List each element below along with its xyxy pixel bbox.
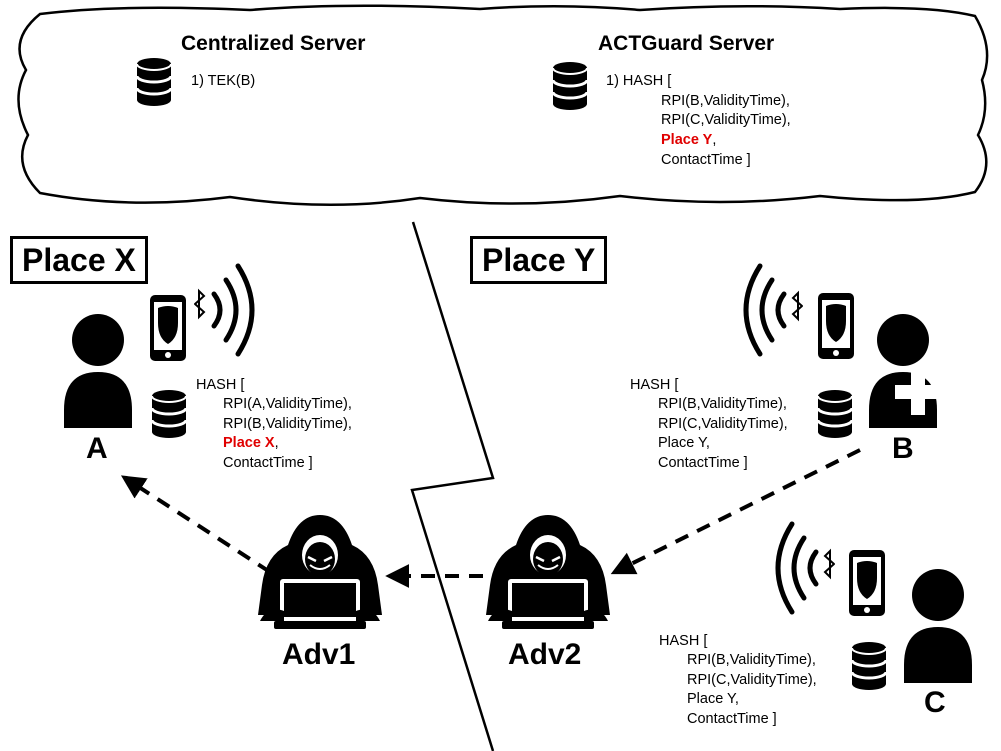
database-icon [150,388,188,440]
database-icon [850,640,888,692]
c-record-line2: RPI(B,ValidityTime), [687,652,816,668]
database-icon [816,388,854,440]
arrow-b-to-adv2 [610,448,861,575]
place-x-label: Place X [10,236,148,284]
user-c-label: C [924,686,946,719]
place-divider [410,221,495,751]
smartphone-shield-icon [150,295,186,361]
smartphone-shield-icon [818,293,854,359]
medical-person-icon [869,314,941,428]
actguard-entry-line5: ContactTime ] [661,152,751,168]
actguard-server-title: ACTGuard Server [598,32,775,55]
arrow-adv1-to-a [120,475,272,574]
b-record-line3: RPI(C,ValidityTime), [658,416,788,432]
bluetooth-wave-icon [743,263,803,357]
actguard-entry-line2: RPI(B,ValidityTime), [661,93,790,109]
actguard-entry-line4: Place Y, [661,132,717,148]
b-record-line4: Place Y, [658,435,710,451]
b-record-line1: HASH [ [630,377,679,393]
person-icon [904,569,972,683]
centralized-server-entry: 1) TEK(B) [191,73,256,89]
c-record-line1: HASH [ [659,633,708,649]
actguard-entry-line3: RPI(C,ValidityTime), [661,112,791,128]
adv1-label: Adv1 [282,638,356,671]
a-record-line4: Place X, [223,435,279,451]
a-record-line3: RPI(B,ValidityTime), [223,416,352,432]
smartphone-shield-icon [849,550,885,616]
hacker-icon [256,513,384,631]
hacker-icon [484,513,612,631]
actguard-entry-line1: 1) HASH [ [606,73,672,89]
a-record-line1: HASH [ [196,377,245,393]
a-record-line2: RPI(A,ValidityTime), [223,396,352,412]
database-icon [551,60,589,112]
place-y-label: Place Y [470,236,608,284]
c-record-line4: Place Y, [687,691,739,707]
a-place-highlight: Place X [223,435,275,451]
centralized-server-title: Centralized Server [181,32,366,55]
b-record-line5: ContactTime ] [658,455,748,471]
c-record-line3: RPI(C,ValidityTime), [687,672,817,688]
server-cloud [17,4,989,206]
user-a-label: A [86,432,108,465]
actguard-place-highlight: Place Y [661,132,713,148]
database-icon [135,56,173,108]
adv2-label: Adv2 [508,638,582,671]
b-record-line2: RPI(B,ValidityTime), [658,396,787,412]
person-icon [64,314,132,428]
user-b-label: B [892,432,914,465]
bluetooth-wave-icon [194,263,255,357]
bluetooth-wave-icon [775,521,835,615]
c-record-line5: ContactTime ] [687,711,777,727]
a-record-line5: ContactTime ] [223,455,313,471]
